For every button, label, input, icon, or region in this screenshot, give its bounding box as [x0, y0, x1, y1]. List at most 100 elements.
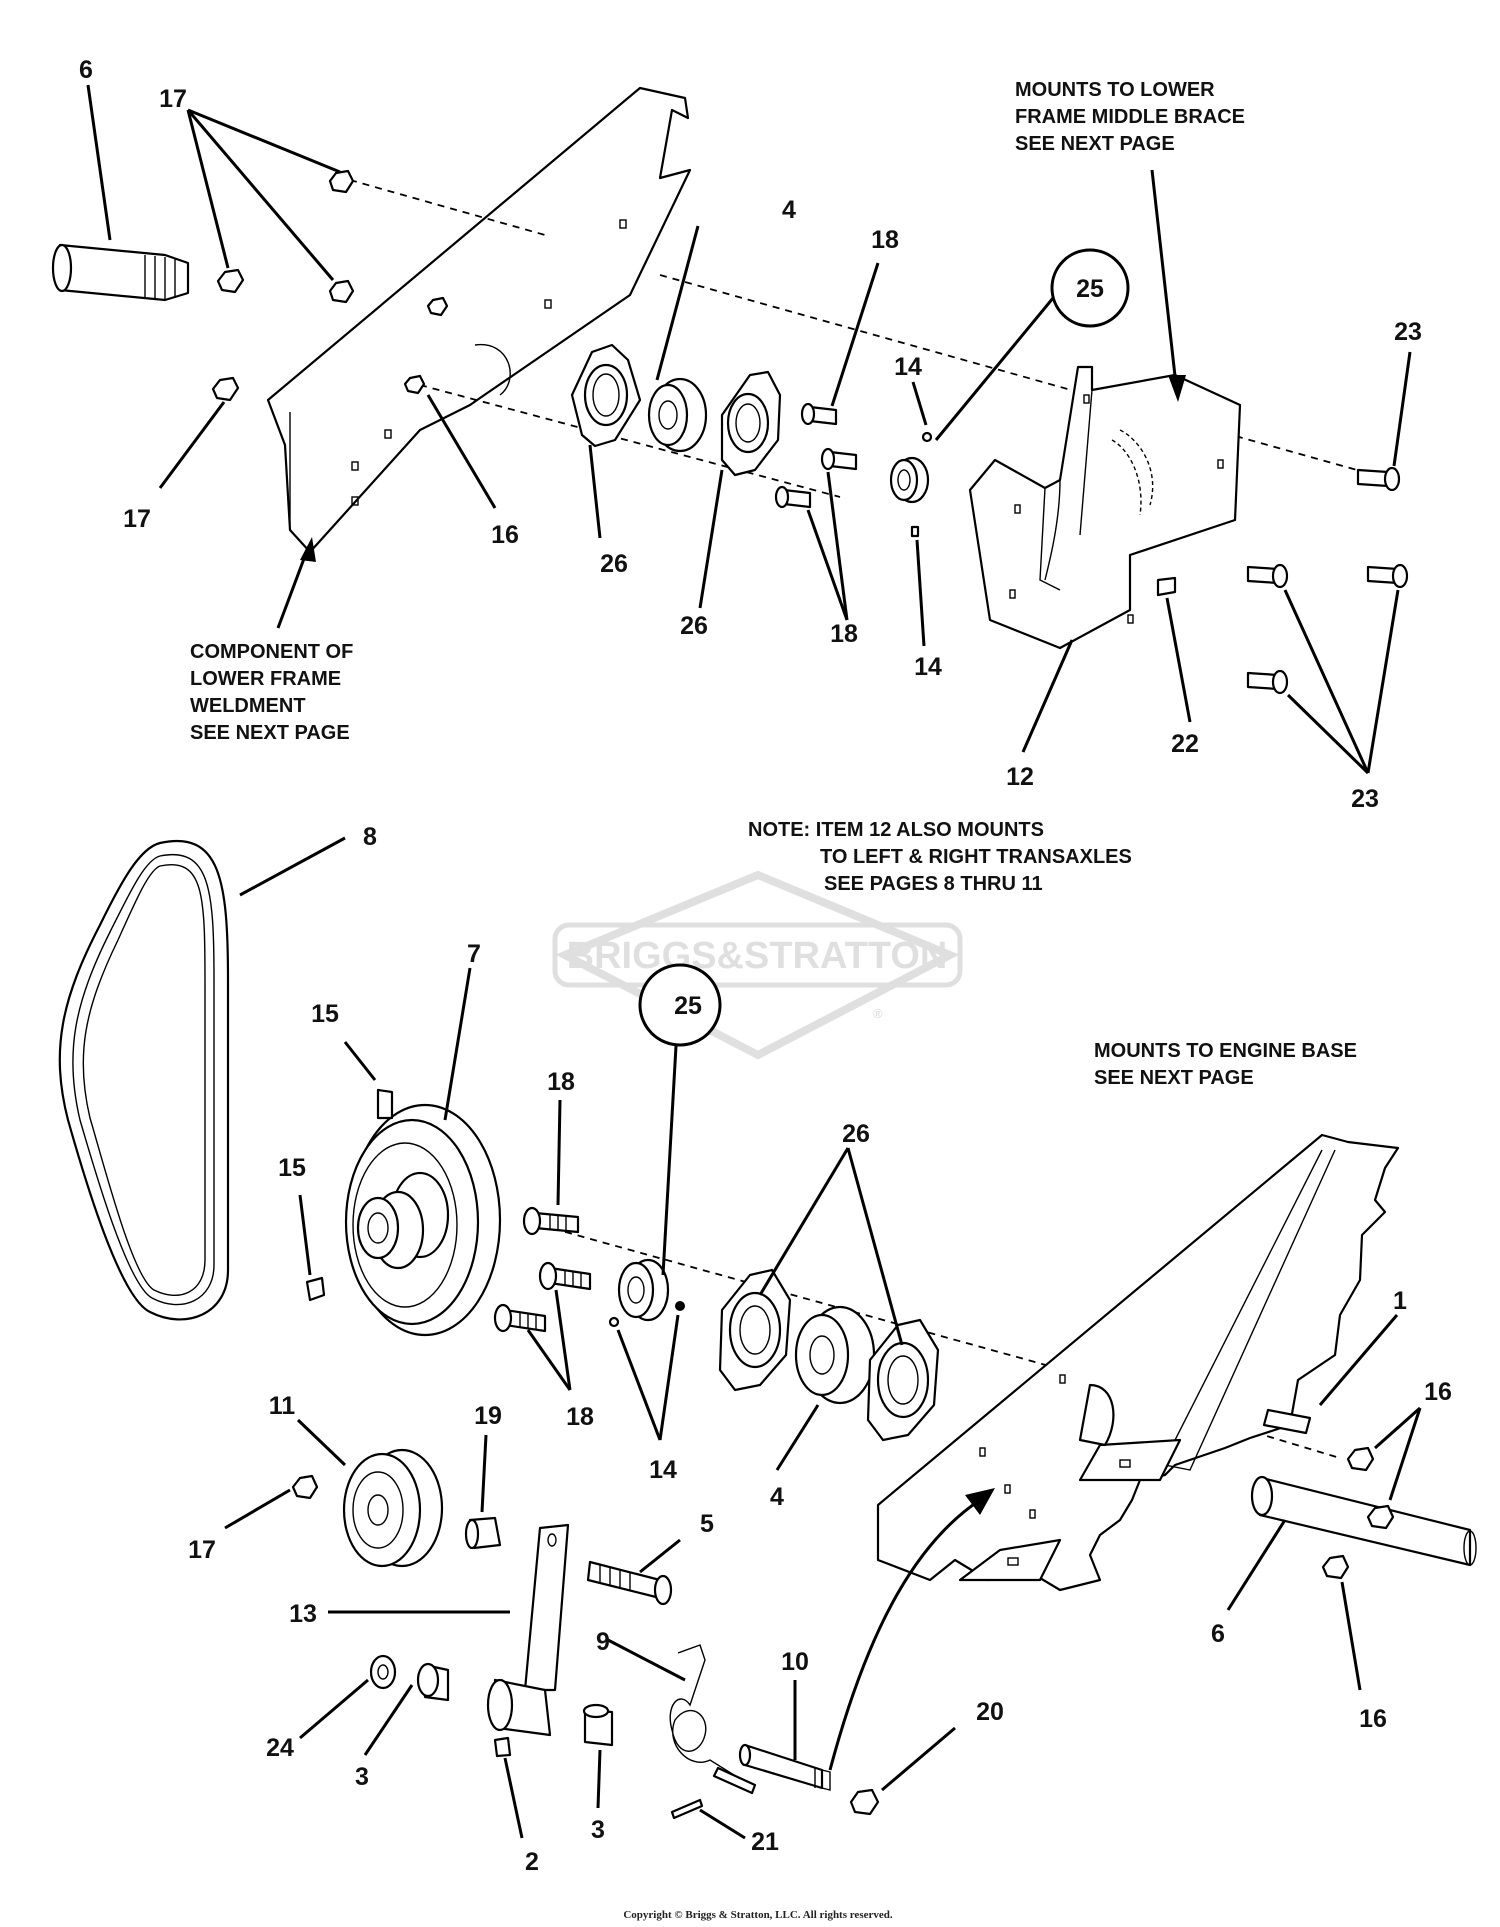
callout-20: 20	[976, 1698, 1004, 1726]
leader-line	[1286, 693, 1370, 775]
arrowhead	[1168, 375, 1186, 402]
axis-line	[539, 1224, 1101, 1381]
leader-line	[239, 836, 346, 897]
bolt-18	[774, 485, 812, 509]
bolt-23	[1356, 466, 1401, 492]
note-line: SEE PAGES 8 THRU 11	[824, 873, 1043, 895]
leader-line	[1392, 351, 1412, 467]
bearing-4	[647, 377, 708, 453]
bearing-flange-26	[570, 343, 642, 448]
note-line: NOTE: ITEM 12 ALSO MOUNTS	[748, 819, 1044, 841]
callout-15: 15	[311, 1000, 339, 1028]
nut-16	[1346, 1446, 1375, 1472]
bolt-18	[522, 1206, 580, 1236]
callout-17: 17	[188, 1536, 216, 1564]
spacer-19	[464, 1516, 502, 1550]
bolt-23	[1246, 563, 1289, 589]
note-line: COMPONENT OF	[190, 641, 353, 663]
bolt-18	[538, 1261, 592, 1291]
briggs-stratton-watermark: BRIGGS&STRATTON ®	[552, 870, 963, 1060]
nut-17	[328, 169, 355, 194]
callout-5: 5	[700, 1510, 714, 1538]
callout-1: 1	[1393, 1287, 1407, 1315]
set-screw-14	[608, 1316, 620, 1328]
callout-16: 16	[1359, 1705, 1387, 1733]
callout-circle-25	[638, 963, 722, 1047]
note-line: SEE NEXT PAGE	[190, 722, 350, 744]
leader-line	[363, 1684, 414, 1756]
nut-17	[291, 1474, 319, 1500]
callout-18: 18	[871, 226, 899, 254]
leader-line	[588, 444, 602, 539]
watermark-brand: BRIGGS&STRATTON	[567, 935, 948, 977]
note-upper-mount: MOUNTS TO LOWER FRAME MIDDLE BRACE SEE N…	[1015, 79, 1245, 155]
callout-16: 16	[491, 521, 519, 549]
leader-line	[881, 1726, 956, 1792]
leader-line	[526, 1329, 572, 1391]
bolt-18	[493, 1303, 547, 1333]
set-screw-15	[305, 1276, 326, 1302]
note-item-12: NOTE: ITEM 12 ALSO MOUNTS TO LEFT & RIGH…	[748, 819, 1132, 895]
leader-line	[934, 291, 1060, 441]
leader-line	[1366, 589, 1400, 774]
belt-8	[58, 840, 230, 1321]
leader-line	[158, 401, 226, 489]
callout-3: 3	[355, 1763, 369, 1791]
leader-line	[1374, 1406, 1421, 1450]
callout-17: 17	[159, 85, 187, 113]
pulley-7	[344, 1103, 502, 1337]
pin-22	[1156, 576, 1177, 597]
callout-19: 19	[474, 1402, 502, 1430]
idler-pulley-11	[342, 1448, 444, 1568]
bearing-flange-26	[866, 1318, 940, 1442]
bracket-12	[968, 365, 1242, 650]
leader-line	[1226, 1519, 1287, 1611]
set-screw-14	[910, 525, 920, 538]
callout-18: 18	[547, 1068, 575, 1096]
callout-17: 17	[123, 505, 151, 533]
leader-arrow	[276, 547, 310, 629]
key-1	[1262, 1408, 1312, 1435]
callout-26: 26	[842, 1120, 870, 1148]
leader-line	[1388, 1407, 1422, 1501]
callout-6: 6	[79, 56, 93, 84]
bushing-3	[582, 1703, 614, 1747]
note-line: WELDMENT	[190, 695, 306, 717]
nut	[426, 296, 449, 317]
callout-4: 4	[782, 196, 796, 224]
callout-15: 15	[278, 1154, 306, 1182]
bolt-23	[1246, 669, 1289, 695]
leader-line	[1340, 1581, 1362, 1691]
nut-16	[1321, 1554, 1350, 1580]
leader-arrow	[1150, 169, 1178, 386]
callout-12: 12	[1006, 763, 1034, 791]
callout-21: 21	[751, 1828, 779, 1856]
callout-3: 3	[591, 1816, 605, 1844]
nut-17	[211, 376, 240, 402]
leader-line	[911, 381, 928, 426]
leader-line	[343, 1041, 377, 1081]
leader-line	[556, 1099, 562, 1206]
leader-line	[186, 109, 230, 269]
leader-line	[187, 108, 341, 174]
nut-16	[1366, 1504, 1395, 1530]
note-line: LOWER FRAME	[190, 668, 341, 690]
bearing-flange-26	[720, 370, 782, 477]
callout-2: 2	[525, 1848, 539, 1876]
bearing-4	[794, 1305, 876, 1405]
callout-22: 22	[1171, 730, 1199, 758]
leader-arrow	[828, 1498, 981, 1771]
shaft-6	[1250, 1475, 1477, 1567]
nut-17	[328, 279, 355, 304]
leader-line	[186, 109, 335, 281]
callout-6: 6	[1211, 1620, 1225, 1648]
note-line: MOUNTS TO LOWER	[1015, 79, 1215, 101]
callout-labels: 6 17 17 16 26 26 4 18 18 14 14 25 12 22 …	[79, 56, 1452, 1876]
callout-16: 16	[1424, 1378, 1452, 1406]
note-line: FRAME MIDDLE BRACE	[1015, 106, 1245, 128]
grease-fitting-2	[493, 1736, 512, 1758]
leader-line	[296, 1418, 347, 1467]
nut-20	[849, 1788, 880, 1816]
callout-11: 11	[269, 1392, 296, 1420]
